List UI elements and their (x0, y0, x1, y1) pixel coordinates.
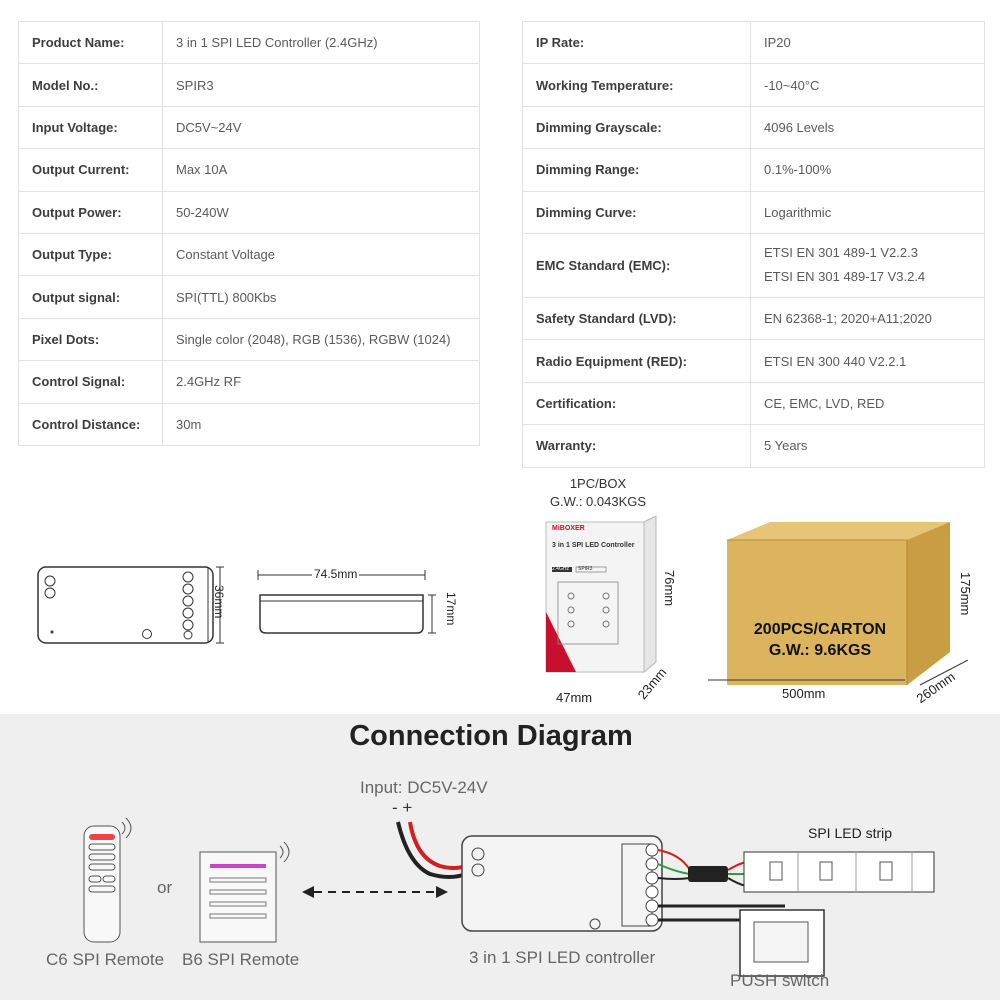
box-brand: MiBOXER (552, 525, 585, 532)
spec-label: Dimming Range: (522, 148, 751, 192)
spec-row: Product Name:3 in 1 SPI LED Controller (… (18, 20, 480, 65)
controller-top-view (37, 566, 224, 644)
spec-row: Radio Equipment (RED):ETSI EN 300 440 V2… (522, 339, 985, 383)
spec-row: Dimming Curve:Logarithmic (522, 190, 985, 234)
spec-label: Output Power: (18, 190, 163, 234)
spec-value: ETSI EN 300 440 V2.2.1 (750, 339, 985, 383)
spec-label: Control Distance: (18, 402, 163, 446)
spec-label: Working Temperature: (522, 63, 751, 107)
spec-row: Model No.:SPIR3 (18, 63, 480, 107)
spec-row: Input Voltage:DC5V~24V (18, 105, 480, 150)
spec-value: IP20 (750, 20, 985, 65)
spec-value: EN 62368-1; 2020+A11;2020 (750, 296, 985, 341)
spec-row: Pixel Dots:Single color (2048), RGB (153… (18, 317, 480, 362)
box-product-name: 3 in 1 SPI LED Controller (552, 542, 635, 549)
spec-row: Certification:CE, EMC, LVD, RED (522, 381, 985, 426)
spec-value: -10~40°C (750, 63, 985, 107)
spec-row: Output signal:SPI(TTL) 800Kbs (18, 275, 480, 319)
spec-label: Output Type: (18, 232, 163, 277)
spec-value: Max 10A (162, 148, 480, 192)
diagram-title: Connection Diagram (349, 720, 633, 752)
controller-side-view (257, 570, 436, 634)
input-voltage-label: Input: DC5V-24V (360, 778, 488, 797)
shipping-carton-image (727, 522, 950, 685)
retail-box-image (545, 515, 657, 674)
spec-value: DC5V~24V (162, 105, 480, 150)
carton-weight: G.W.: 9.6KGS (768, 642, 872, 659)
box-height-label: 76mm (662, 570, 677, 607)
spec-label: Pixel Dots: (18, 317, 163, 362)
box-model: SPIR3 (578, 566, 593, 572)
spec-row: Dimming Range:0.1%-100% (522, 148, 985, 192)
box-width-label: 47mm (556, 690, 593, 705)
spec-label: Warranty: (522, 424, 751, 468)
spec-row: EMC Standard (EMC):ETSI EN 301 489-1 V2.… (522, 232, 985, 298)
carton-width-label: 500mm (782, 686, 826, 701)
controller-label: 3 in 1 SPI LED controller (469, 948, 656, 967)
spec-label: Control Signal: (18, 360, 163, 404)
spec-row: Control Signal:2.4GHz RF (18, 360, 480, 404)
spec-row: Output Power:50-240W (18, 190, 480, 234)
spec-label: Product Name: (18, 20, 163, 65)
carton-qty: 200PCS/CARTON (753, 621, 887, 638)
b6-remote-image (199, 841, 290, 943)
spec-label: Output Current: (18, 148, 163, 192)
spec-row: Dimming Grayscale:4096 Levels (522, 105, 985, 150)
spec-value: Logarithmic (750, 190, 985, 234)
spec-table-left: Product Name:3 in 1 SPI LED Controller (… (18, 20, 480, 446)
spec-value-line: ETSI EN 301 489-1 V2.2.3 (764, 245, 918, 261)
spec-row: Output Type:Constant Voltage (18, 232, 480, 277)
push-switch-image (739, 909, 825, 977)
spec-label: Model No.: (18, 63, 163, 107)
strip-label: SPI LED strip (808, 825, 893, 841)
spec-label: Dimming Curve: (522, 190, 751, 234)
spec-value: CE, EMC, LVD, RED (750, 381, 985, 426)
controller-dimension-drawings (37, 566, 436, 644)
controller-length-label: 74.5mm (312, 567, 360, 581)
spec-value: 4096 Levels (750, 105, 985, 150)
spec-value: 3 in 1 SPI LED Controller (2.4GHz) (162, 20, 480, 65)
c6-remote-image (83, 817, 132, 943)
spec-label: Radio Equipment (RED): (522, 339, 751, 383)
spec-value: 50-240W (162, 190, 480, 234)
spec-label: IP Rate: (522, 20, 751, 65)
box-band: 2.4GHz (552, 566, 569, 572)
box-weight: G.W.: 0.043KGS (549, 494, 647, 509)
spec-label: Certification: (522, 381, 751, 426)
carton-dimension-lines (708, 660, 969, 686)
b6-remote-label: B6 SPI Remote (182, 950, 300, 969)
spec-label: Dimming Grayscale: (522, 105, 751, 150)
carton-height-label: 175mm (958, 572, 973, 616)
c6-remote-label: C6 SPI Remote (46, 950, 165, 969)
spec-row: Safety Standard (LVD):EN 62368-1; 2020+A… (522, 296, 985, 341)
spec-value-line: ETSI EN 301 489-17 V3.2.4 (764, 269, 926, 285)
polarity-label: - + (392, 798, 413, 817)
push-switch-label: PUSH switch (730, 971, 830, 990)
controller-height-label: 36mm (212, 585, 226, 619)
wireless-link-arrow (302, 886, 448, 898)
spec-value: 5 Years (750, 424, 985, 468)
spec-row: Warranty:5 Years (522, 424, 985, 468)
spec-row: Control Distance:30m (18, 402, 480, 446)
spec-value: SPIR3 (162, 63, 480, 107)
spec-row: Output Current:Max 10A (18, 148, 480, 192)
spec-value: 2.4GHz RF (162, 360, 480, 404)
spec-value: 0.1%-100% (750, 148, 985, 192)
spec-value: 30m (162, 402, 480, 446)
spec-label: Safety Standard (LVD): (522, 296, 751, 341)
box-qty: 1PC/BOX (569, 476, 627, 491)
spec-label: Output signal: (18, 275, 163, 319)
controller-thickness-label: 17mm (444, 592, 458, 626)
spec-label: EMC Standard (EMC): (522, 232, 751, 298)
spec-value: Single color (2048), RGB (1536), RGBW (1… (162, 317, 480, 362)
connection-diagram: Connection Diagram C6 SPI Remote or B6 S… (0, 714, 1000, 1000)
spec-row: IP Rate:IP20 (522, 20, 985, 65)
spec-value: Constant Voltage (162, 232, 480, 277)
or-label: or (157, 878, 173, 897)
spec-value: SPI(TTL) 800Kbs (162, 275, 480, 319)
spec-row: Working Temperature:-10~40°C (522, 63, 985, 107)
spec-label: Input Voltage: (18, 105, 163, 150)
